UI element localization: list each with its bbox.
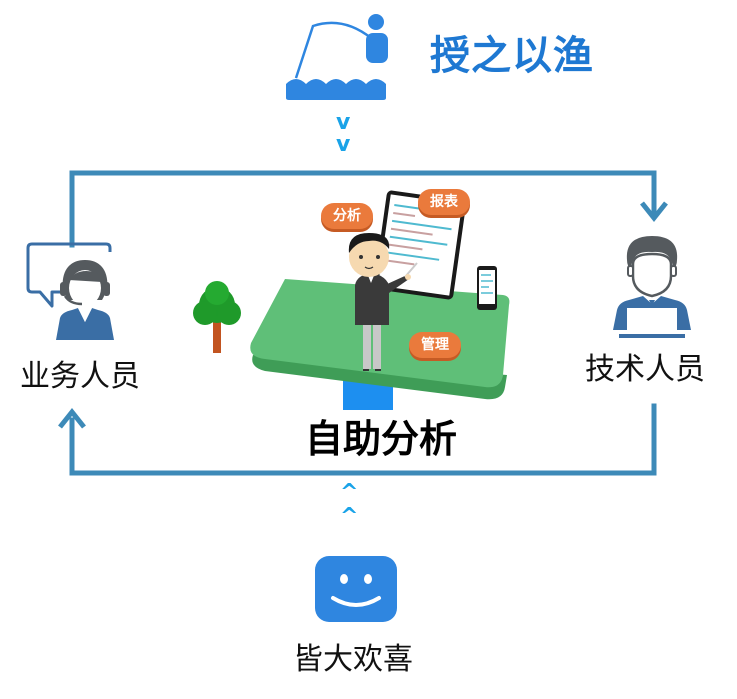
center-title: 自助分析 [305, 417, 458, 461]
tree-icon [193, 281, 241, 353]
self-service-analytics-illustration: 分析 报表 管理 [185, 175, 525, 410]
down-chevron-1: v [336, 110, 351, 135]
smiley-icon [315, 556, 397, 622]
technical-staff-icon [607, 230, 697, 340]
arrow-up-to-business [58, 407, 86, 429]
down-chevron-2: v [336, 132, 351, 157]
top-title: 授之以渔 [430, 33, 594, 79]
phone-icon [477, 266, 497, 310]
up-chevron-2: ^ [340, 504, 359, 529]
fishing-icon [283, 8, 393, 100]
bottom-connector [69, 403, 657, 476]
tag-management: 管理 [409, 332, 461, 358]
bottom-label: 皆大欢喜 [293, 642, 413, 677]
customer-service-agent-icon [22, 242, 127, 340]
top-connector [69, 170, 657, 248]
business-staff-label: 业务人员 [20, 359, 140, 394]
tech-staff-label: 技术人员 [585, 352, 705, 387]
tag-report: 报表 [418, 189, 470, 215]
arrow-down-to-tech [640, 201, 668, 223]
report-screen [374, 190, 466, 300]
presenter-figure [348, 233, 418, 371]
up-chevron-1: ^ [340, 480, 359, 505]
tag-analysis: 分析 [321, 203, 373, 229]
